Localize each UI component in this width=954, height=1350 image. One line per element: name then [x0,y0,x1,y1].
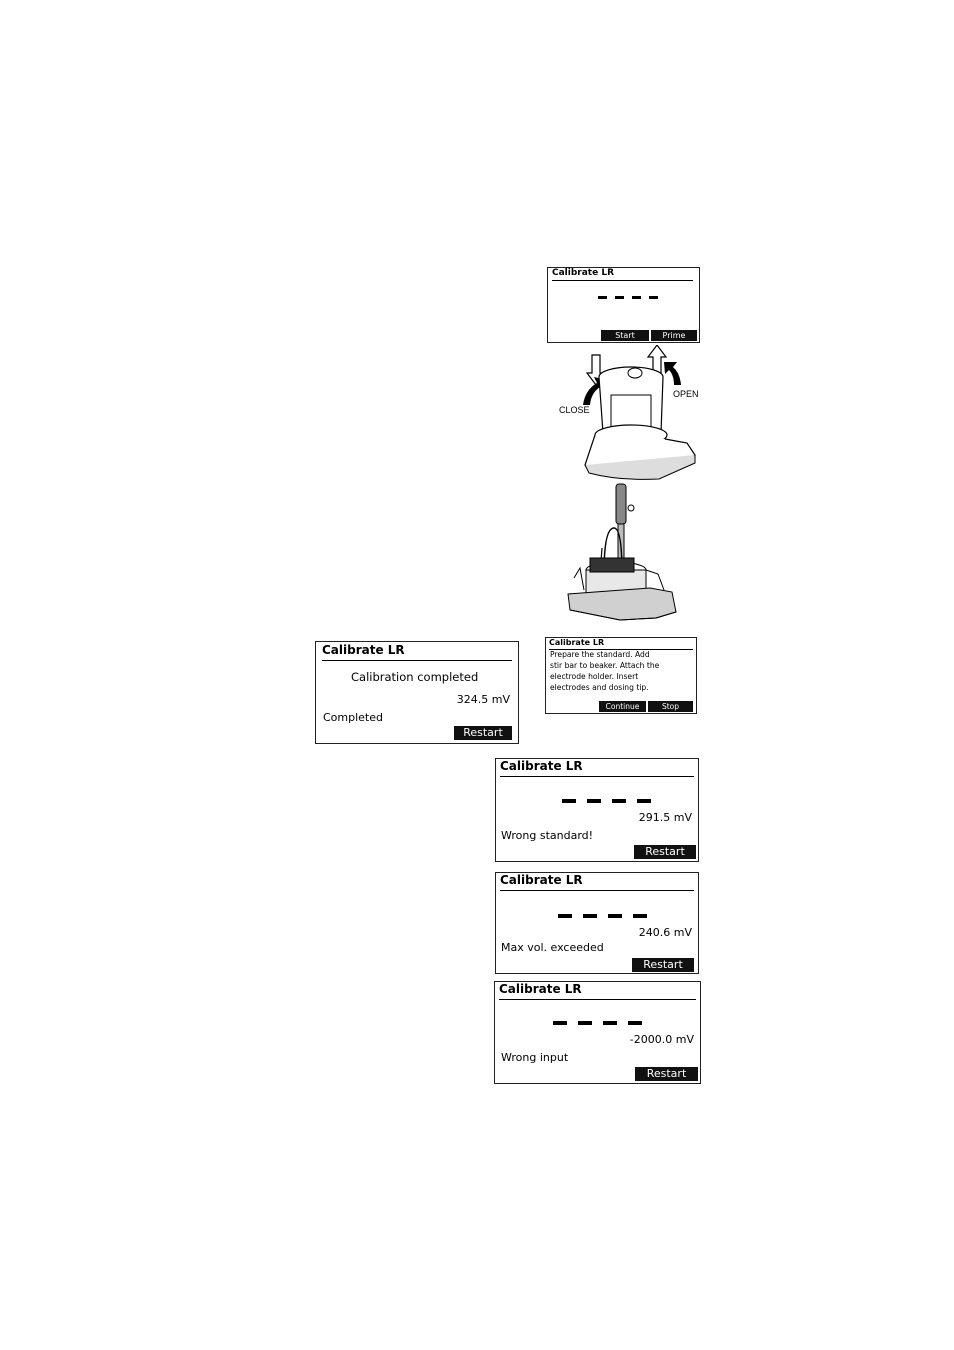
screen-title: Calibrate LR [500,759,583,773]
dashes-placeholder [598,296,658,299]
calibrate-wrong-input-screen: Calibrate LR -2000.0 mV Wrong input Rest… [494,981,701,1084]
title-rule [552,280,693,281]
restart-softkey[interactable]: Restart [454,726,512,740]
prime-softkey[interactable]: Prime [651,330,697,341]
message-line-3: electrode holder. Insert [550,672,639,681]
title-rule [549,649,693,650]
open-label: OPEN [673,389,699,399]
calibrate-max-vol-screen: Calibrate LR 240.6 mV Max vol. exceeded … [495,872,699,974]
screen-title: Calibrate LR [549,638,605,647]
mv-reading: 324.5 mV [456,693,510,706]
start-softkey[interactable]: Start [601,330,649,341]
calibrate-prime-screen: Calibrate LR Start Prime [547,267,700,343]
screen-title: Calibrate LR [552,268,615,278]
electrode-holder-illustration [567,483,677,621]
close-label: CLOSE [559,405,590,415]
restart-softkey[interactable]: Restart [632,958,694,972]
status-text: Wrong standard! [501,829,594,842]
dashes-placeholder [558,914,647,918]
screen-title: Calibrate LR [322,643,405,657]
status-text: Max vol. exceeded [501,941,604,954]
status-text: Wrong input [501,1051,569,1064]
open-curved-arrow-icon [664,362,681,385]
mv-reading: 240.6 mV [638,926,692,939]
stop-softkey[interactable]: Stop [648,701,693,712]
title-rule [322,660,512,661]
restart-softkey[interactable]: Restart [635,1067,698,1081]
message-line-4: electrodes and dosing tip. [550,683,649,692]
completed-heading: Calibration completed [351,670,479,684]
dashes-placeholder [553,1021,642,1025]
calibrate-wrong-standard-screen: Calibrate LR 291.5 mV Wrong standard! Re… [495,758,699,862]
title-rule [499,999,696,1000]
restart-softkey[interactable]: Restart [634,845,696,859]
screen-title: Calibrate LR [500,873,583,887]
message-line-1: Prepare the standard. Add [550,650,650,659]
status-text: Completed [323,711,383,724]
screen-title: Calibrate LR [499,982,582,996]
dashes-placeholder [562,799,651,803]
mv-reading: -2000.0 mV [629,1033,694,1046]
calibrate-prepare-screen: Calibrate LR Prepare the standard. Add s… [545,637,697,714]
mv-reading: 291.5 mV [638,811,692,824]
dosing-head-illustration: CLOSE OPEN [559,345,699,480]
title-rule [500,776,694,777]
message-line-2: stir bar to beaker. Attach the [550,661,660,670]
title-rule [500,890,694,891]
continue-softkey[interactable]: Continue [599,701,646,712]
calibrate-completed-screen: Calibrate LR Calibration completed 324.5… [315,641,519,744]
